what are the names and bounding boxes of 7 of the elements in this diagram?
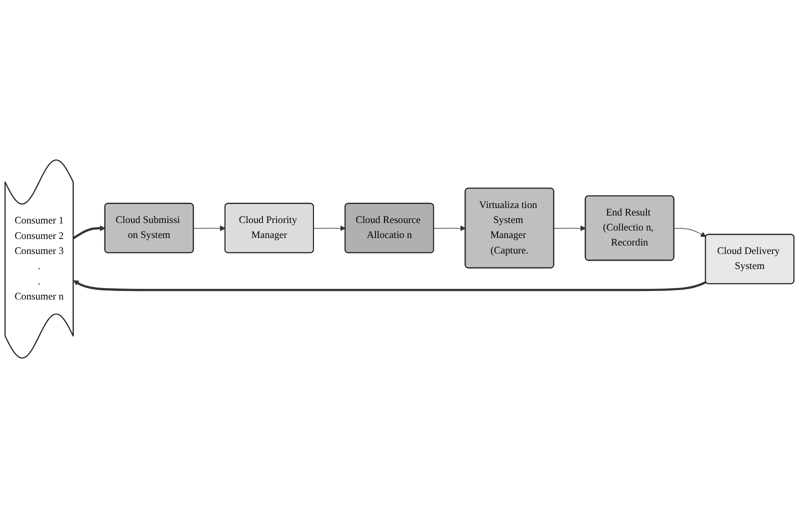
arrow	[72, 226, 106, 240]
arrow	[434, 226, 466, 232]
arrow	[554, 226, 586, 232]
arrow	[193, 226, 226, 232]
arrow	[73, 280, 706, 292]
arrow	[674, 228, 706, 238]
arrow	[313, 226, 346, 232]
